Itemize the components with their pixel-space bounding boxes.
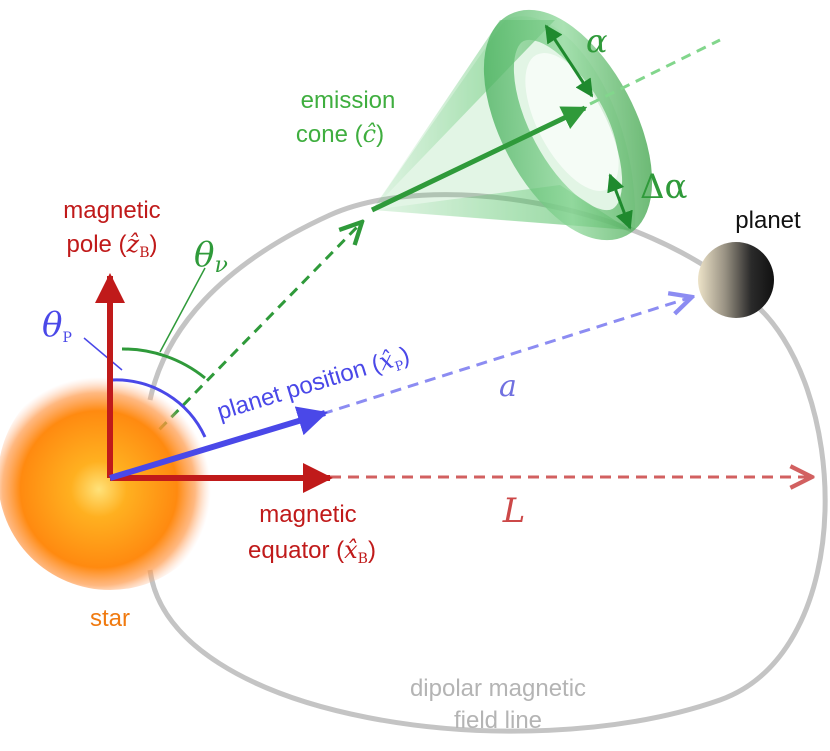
alpha-label: α [586,22,608,60]
emission-axis-arrow [370,105,588,213]
L-label: L [502,491,526,531]
magnetic-equator-label-line1: magnetic [259,501,356,528]
theta-nu-leader [159,267,206,353]
magnetic-equator-label-line2: equator (x̂B) [248,536,376,567]
field-line-label-line1: dipolar magnetic [410,675,586,702]
theta-nu-arc [121,347,206,380]
theta-p-arc [111,378,207,438]
planet-label: planet [735,207,801,234]
emission-cone-label-line1: emission [301,87,396,114]
planet-position-arrow [109,406,328,481]
dipolar-field-line [147,192,828,734]
emission-cone [372,9,653,241]
magnetic-pole-label-line1: magnetic [63,197,160,224]
theta-p-leader [83,337,123,371]
a-dashed-line [321,297,692,416]
a-label: a [499,369,517,404]
field-line-label-line2: field line [454,707,542,734]
delta-alpha-label: Δα [640,167,688,207]
emission-cone-label-line2: cone (ĉ) [296,120,384,148]
magnetic-pole-label-line2: pole (ẑB) [67,230,158,261]
alpha-double-arrow [544,24,594,98]
emission-axis-continuation [589,38,721,106]
theta-p-label: θP [42,305,72,346]
star-label: star [90,605,130,632]
planet-sphere [698,242,774,318]
delta-alpha-double-arrow [607,173,633,230]
theta-nu-label: θν [194,235,228,278]
